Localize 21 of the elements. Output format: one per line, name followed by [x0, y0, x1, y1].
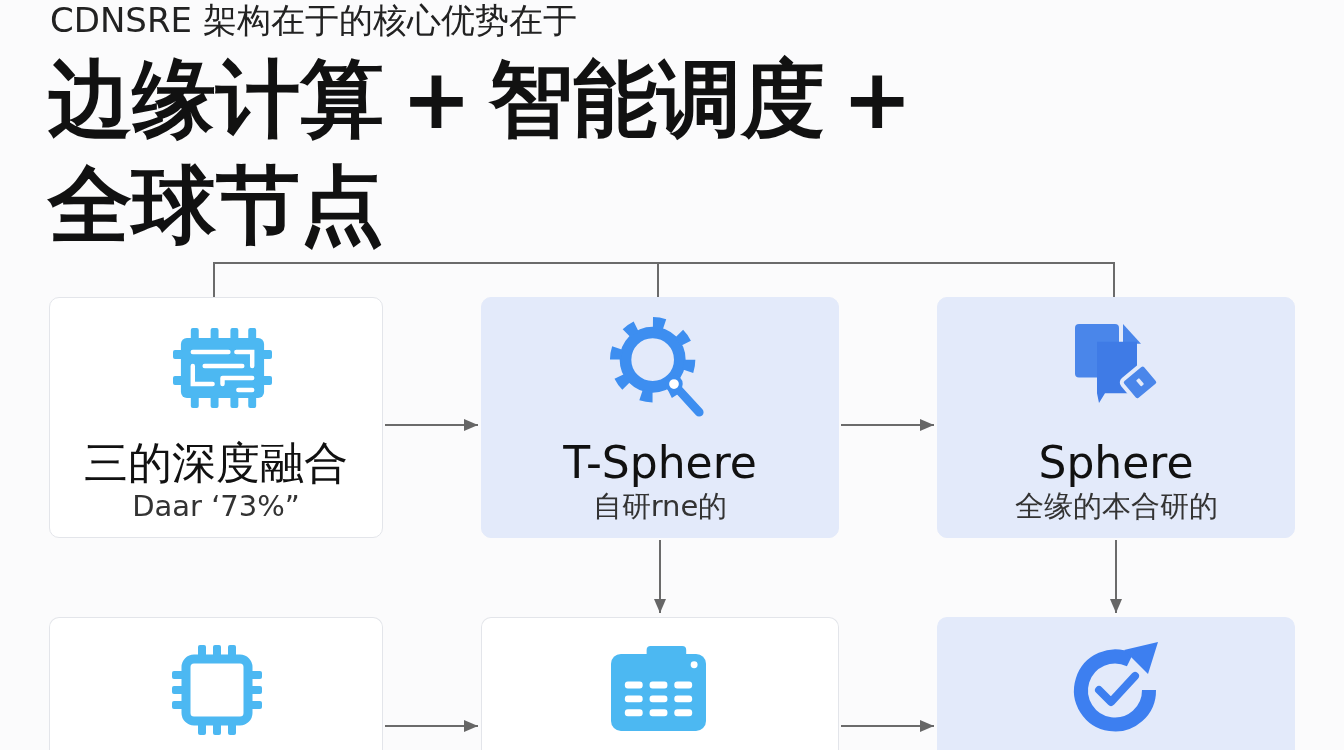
- process-box: [481, 297, 839, 538]
- title: 边缘计算 + 智能调度 + 全球节点: [48, 49, 914, 256]
- arrow: [840, 419, 935, 431]
- process-box: [937, 297, 1295, 538]
- box-subtitle: Daar ‘73%”: [132, 489, 300, 523]
- connector-line: [213, 262, 1115, 298]
- box-subtitle: 自研rne的: [592, 489, 728, 523]
- process-box: [937, 617, 1295, 750]
- box-title: 三的深度融合: [84, 438, 348, 488]
- arrow: [1110, 539, 1122, 614]
- arrow: [654, 539, 666, 614]
- arrow: [384, 720, 479, 732]
- box-title: T-Sphere: [563, 438, 757, 488]
- arrow: [840, 720, 935, 732]
- process-box: [49, 297, 383, 538]
- box-title: Sphere: [1038, 438, 1194, 488]
- arrow: [384, 419, 479, 431]
- process-box: [49, 617, 383, 750]
- header-text: CDNSRE 架构在于的核心优势在于: [50, 0, 577, 40]
- process-box: [481, 617, 839, 750]
- box-subtitle: 全缘的本合研的: [1014, 489, 1218, 523]
